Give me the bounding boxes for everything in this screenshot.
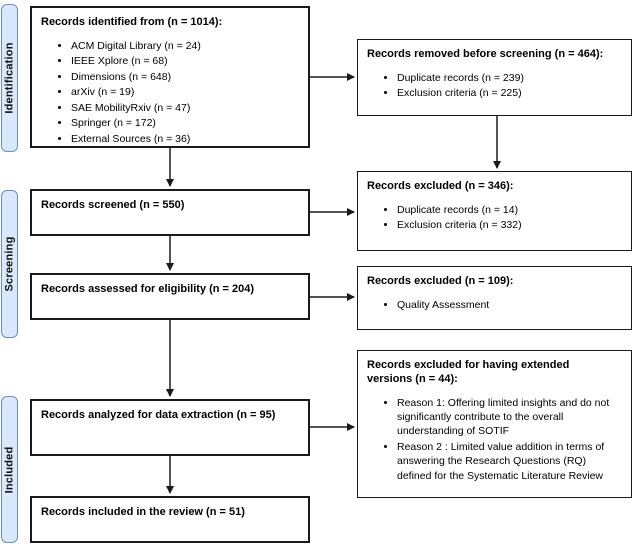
box-records-assessed: Records assessed for eligibility (n = 20… [30, 273, 310, 320]
box-title: Records screened (n = 550) [41, 199, 185, 211]
box-records-excluded-screening: Records excluded (n = 346): Duplicate re… [357, 171, 632, 251]
bullet-item: arXiv (n = 19) [71, 85, 298, 99]
box-title: Records identified from (n = 1014): [41, 16, 223, 28]
bullet-list: Quality Assessment [367, 298, 623, 312]
bullet-list: Reason 1: Offering limited insights and … [367, 396, 623, 484]
stage-label-text: Included [3, 446, 16, 493]
bullet-list: Duplicate records (n = 239)Exclusion cri… [367, 71, 623, 101]
box-title: Records assessed for eligibility (n = 20… [41, 283, 255, 295]
stage-label-screening: Screening [1, 190, 18, 338]
box-records-included: Records included in the review (n = 51) [30, 496, 310, 543]
box-records-identified: Records identified from (n = 1014): ACM … [30, 6, 310, 148]
stage-label-identification: Identification [1, 4, 18, 152]
box-title: Records included in the review (n = 51) [41, 506, 245, 518]
box-title: Records analyzed for data extraction (n … [41, 409, 276, 421]
box-title: Records excluded (n = 109): [367, 275, 514, 287]
bullet-item: SAE MobilityRxiv (n = 47) [71, 101, 298, 115]
bullet-item: ACM Digital Library (n = 24) [71, 39, 298, 53]
box-records-analyzed: Records analyzed for data extraction (n … [30, 399, 310, 456]
stage-label-text: Screening [3, 236, 16, 292]
bullet-item: Reason 1: Offering limited insights and … [397, 396, 621, 439]
bullet-item: Exclusion criteria (n = 332) [397, 218, 621, 232]
bullet-item: Dimensions (n = 648) [71, 70, 298, 84]
bullet-item: Springer (n = 172) [71, 116, 298, 130]
box-records-excluded-extended-versions: Records excluded for having extended ver… [357, 350, 632, 498]
box-records-screened: Records screened (n = 550) [30, 189, 310, 236]
bullet-item: Exclusion criteria (n = 225) [397, 86, 621, 100]
bullet-list: ACM Digital Library (n = 24)IEEE Xplore … [41, 39, 300, 146]
stage-label-text: Identification [3, 42, 16, 114]
bullet-list: Duplicate records (n = 14)Exclusion crit… [367, 203, 623, 233]
box-records-removed-before-screening: Records removed before screening (n = 46… [357, 39, 632, 116]
bullet-item: Reason 2 : Limited value addition in ter… [397, 440, 621, 483]
bullet-item: IEEE Xplore (n = 68) [71, 54, 298, 68]
bullet-item: Duplicate records (n = 14) [397, 203, 621, 217]
box-title: Records removed before screening (n = 46… [367, 48, 604, 60]
stage-label-included: Included [1, 396, 18, 543]
box-title: Records excluded (n = 346): [367, 180, 514, 192]
bullet-item: Duplicate records (n = 239) [397, 71, 621, 85]
bullet-item: Quality Assessment [397, 298, 621, 312]
box-records-excluded-eligibility: Records excluded (n = 109): Quality Asse… [357, 266, 632, 330]
bullet-item: External Sources (n = 36) [71, 132, 298, 146]
box-title: Records excluded for having extended ver… [367, 359, 570, 385]
